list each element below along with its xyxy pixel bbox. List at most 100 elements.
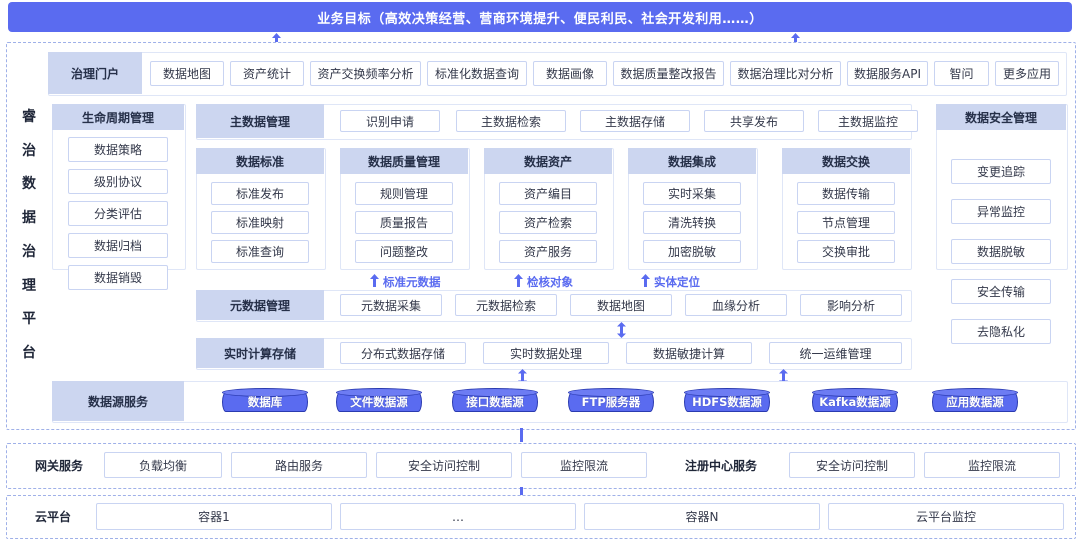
cylinder-top: [932, 388, 1018, 397]
metadata-item-0[interactable]: 元数据采集: [340, 294, 442, 316]
lifecycle-item-2[interactable]: 分类评估: [68, 201, 168, 226]
portal-app-label: 资产统计: [242, 67, 291, 81]
column-item-label: 资产编目: [523, 187, 572, 201]
column-1-item-0[interactable]: 规则管理: [355, 182, 453, 205]
portal-app-3[interactable]: 标准化数据查询: [427, 61, 527, 86]
metadata-item-3[interactable]: 血缘分析: [685, 294, 787, 316]
lifecycle-item-4[interactable]: 数据销毁: [68, 265, 168, 290]
portal-app-1[interactable]: 资产统计: [230, 61, 304, 86]
master-data-header-label: 主数据管理: [229, 114, 290, 129]
security-item-0[interactable]: 变更追踪: [951, 159, 1051, 184]
cloud-item-3[interactable]: 云平台监控: [828, 503, 1064, 530]
portal-app-8[interactable]: 智问: [934, 61, 989, 86]
cloud-item-0[interactable]: 容器1: [96, 503, 332, 530]
column-item-label: 节点管理: [821, 216, 870, 230]
column-1-item-1[interactable]: 质量报告: [355, 211, 453, 234]
portal-app-0[interactable]: 数据地图: [150, 61, 224, 86]
column-2-item-1[interactable]: 资产检索: [499, 211, 597, 234]
lifecycle-item-3[interactable]: 数据归档: [68, 233, 168, 258]
column-2-item-2[interactable]: 资产服务: [499, 240, 597, 263]
column-header-label: 数据质量管理: [367, 154, 440, 169]
column-0-item-0[interactable]: 标准发布: [211, 182, 309, 205]
datasource-cylinder-2[interactable]: 接口数据源: [452, 388, 538, 414]
metadata-item-1[interactable]: 元数据检索: [455, 294, 557, 316]
master-data-item-2[interactable]: 主数据存储: [580, 110, 690, 132]
datasource-cylinder-4[interactable]: HDFS数据源: [684, 388, 770, 414]
security-item-2[interactable]: 数据脱敏: [951, 239, 1051, 264]
portal-app-label: 智问: [949, 67, 974, 81]
portal-app-9[interactable]: 更多应用: [995, 61, 1059, 86]
column-3-item-0[interactable]: 实时采集: [643, 182, 741, 205]
registry-header: 注册中心服务: [663, 454, 779, 476]
metadata-item-2[interactable]: 数据地图: [570, 294, 672, 316]
portal-app-4[interactable]: 数据画像: [533, 61, 607, 86]
column-1-item-2[interactable]: 问题整改: [355, 240, 453, 263]
registry-item-1[interactable]: 监控限流: [924, 452, 1060, 478]
gateway-item-1[interactable]: 路由服务: [231, 452, 367, 478]
portal-app-6[interactable]: 数据治理比对分析: [730, 61, 841, 86]
gateway-item-label: 监控限流: [559, 458, 608, 473]
column-4-item-0[interactable]: 数据传输: [797, 182, 895, 205]
cloud-item-2[interactable]: 容器N: [584, 503, 820, 530]
gateway-item-label: 负载均衡: [138, 458, 187, 473]
master-data-item-4[interactable]: 主数据监控: [818, 110, 918, 132]
portal-app-label: 数据服务API: [854, 67, 921, 81]
cylinder-top: [684, 388, 770, 397]
cloud-item-1[interactable]: …: [340, 503, 576, 530]
column-header-1: 数据质量管理: [340, 148, 468, 174]
column-0-item-1[interactable]: 标准映射: [211, 211, 309, 234]
datasource-cylinder-0[interactable]: 数据库: [222, 388, 308, 414]
realtime-item-1[interactable]: 实时数据处理: [483, 342, 609, 364]
datasource-header-label: 数据源服务: [87, 394, 148, 409]
security-item-1[interactable]: 异常监控: [951, 199, 1051, 224]
column-3-item-2[interactable]: 加密脱敏: [643, 240, 741, 263]
column-2-item-0[interactable]: 资产编目: [499, 182, 597, 205]
master-data-item-1[interactable]: 主数据检索: [456, 110, 566, 132]
datasource-cylinder-1[interactable]: 文件数据源: [336, 388, 422, 414]
realtime-item-2[interactable]: 数据敏捷计算: [626, 342, 752, 364]
metadata-item-4[interactable]: 影响分析: [800, 294, 902, 316]
registry-item-0[interactable]: 安全访问控制: [789, 452, 915, 478]
registry-header-label: 注册中心服务: [684, 458, 757, 473]
vtitle-char-0: 睿: [22, 109, 36, 125]
column-0-item-2[interactable]: 标准查询: [211, 240, 309, 263]
arrow-up-icon: [514, 274, 523, 290]
cylinder-top: [568, 388, 654, 397]
vtitle-char-3: 据: [22, 210, 36, 227]
gateway-item-0[interactable]: 负载均衡: [104, 452, 222, 478]
column-item-label: 资产检索: [523, 216, 572, 230]
gateway-item-3[interactable]: 监控限流: [521, 452, 647, 478]
realtime-item-0[interactable]: 分布式数据存储: [340, 342, 466, 364]
column-3-item-1[interactable]: 清洗转换: [643, 211, 741, 234]
vtitle-char-1: 治: [22, 142, 36, 159]
column-header-label: 数据交换: [821, 154, 870, 169]
business-goal-banner: 业务目标（高效决策经营、营商环境提升、便民利民、社会开发利用……）: [8, 2, 1072, 32]
datasource-cylinder-5[interactable]: Kafka数据源: [812, 388, 898, 414]
datasource-cylinder-6[interactable]: 应用数据源: [932, 388, 1018, 414]
lifecycle-item-0[interactable]: 数据策略: [68, 137, 168, 162]
gateway-item-2[interactable]: 安全访问控制: [376, 452, 512, 478]
arrow-up-icon: [370, 274, 379, 290]
annotation-1: 检核对象: [514, 274, 573, 290]
portal-app-label: 数据画像: [545, 67, 594, 81]
portal-app-7[interactable]: 数据服务API: [847, 61, 928, 86]
cylinder-label: 应用数据源: [946, 395, 1004, 409]
annotation-label: 标准元数据: [383, 275, 441, 289]
cloud-item-label: 容器N: [685, 510, 719, 524]
registry-item-label: 安全访问控制: [815, 458, 888, 473]
connector-arrow-metadata-realtime: [617, 322, 626, 338]
master-data-item-3[interactable]: 共享发布: [704, 110, 804, 132]
realtime-item-3[interactable]: 统一运维管理: [769, 342, 902, 364]
portal-app-5[interactable]: 数据质量整改报告: [613, 61, 724, 86]
arrow-up-icon: [641, 274, 650, 290]
security-item-3[interactable]: 安全传输: [951, 279, 1051, 304]
datasource-cylinder-3[interactable]: FTP服务器: [568, 388, 654, 414]
lifecycle-item-1[interactable]: 级别协议: [68, 169, 168, 194]
portal-app-2[interactable]: 资产交换频率分析: [310, 61, 421, 86]
column-4-item-1[interactable]: 节点管理: [797, 211, 895, 234]
column-4-item-2[interactable]: 交换审批: [797, 240, 895, 263]
column-item-label: 交换审批: [821, 245, 870, 259]
master-data-item-0[interactable]: 识别申请: [340, 110, 440, 132]
security-item-4[interactable]: 去隐私化: [951, 319, 1051, 344]
cylinder-top: [452, 388, 538, 397]
